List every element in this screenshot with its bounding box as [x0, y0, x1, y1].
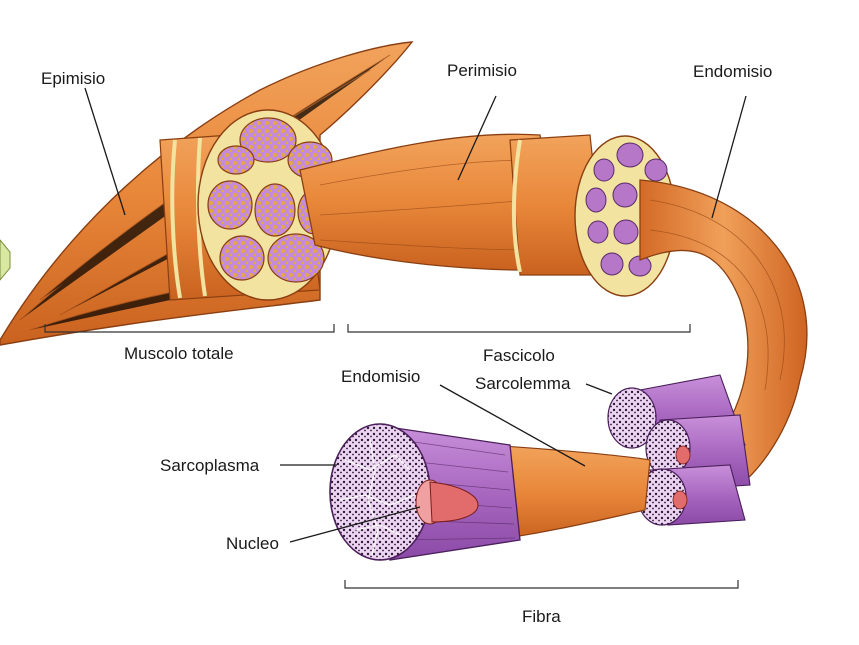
label-sarcolemma: Sarcolemma	[475, 374, 571, 393]
leader-nucleo	[289, 506, 421, 543]
leader-endomisio-top	[711, 95, 747, 219]
leader-lines	[84, 87, 747, 543]
arrow-tab	[0, 239, 11, 281]
brace-fibra	[344, 580, 739, 589]
perimysium-band	[512, 139, 522, 273]
leader-sarcolemma	[585, 383, 613, 395]
label-fascicolo: Fascicolo	[483, 346, 555, 365]
small-fibres	[607, 374, 751, 526]
label-fibra: Fibra	[522, 607, 561, 626]
leader-endomisio-mid	[439, 384, 586, 467]
sarcoplasm-channels	[339, 439, 416, 556]
brace-fascicolo	[347, 324, 691, 333]
leader-perimisio	[457, 95, 497, 181]
nucleus	[429, 481, 479, 523]
fibre-cross-section	[329, 423, 431, 561]
label-endomisio-top: Endomisio	[693, 62, 773, 81]
label-muscolo-totale: Muscolo totale	[124, 344, 234, 363]
group-braces	[44, 324, 739, 589]
label-endomisio-mid: Endomisio	[341, 367, 421, 386]
bundle-striations	[649, 199, 785, 391]
label-perimisio: Perimisio	[447, 61, 517, 80]
label-sarcoplasma: Sarcoplasma	[160, 456, 260, 475]
label-nucleo: Nucleo	[226, 534, 279, 553]
leader-epimisio	[84, 87, 126, 216]
brace-muscolo-totale	[44, 324, 335, 333]
label-epimisio: Epimisio	[41, 69, 106, 88]
